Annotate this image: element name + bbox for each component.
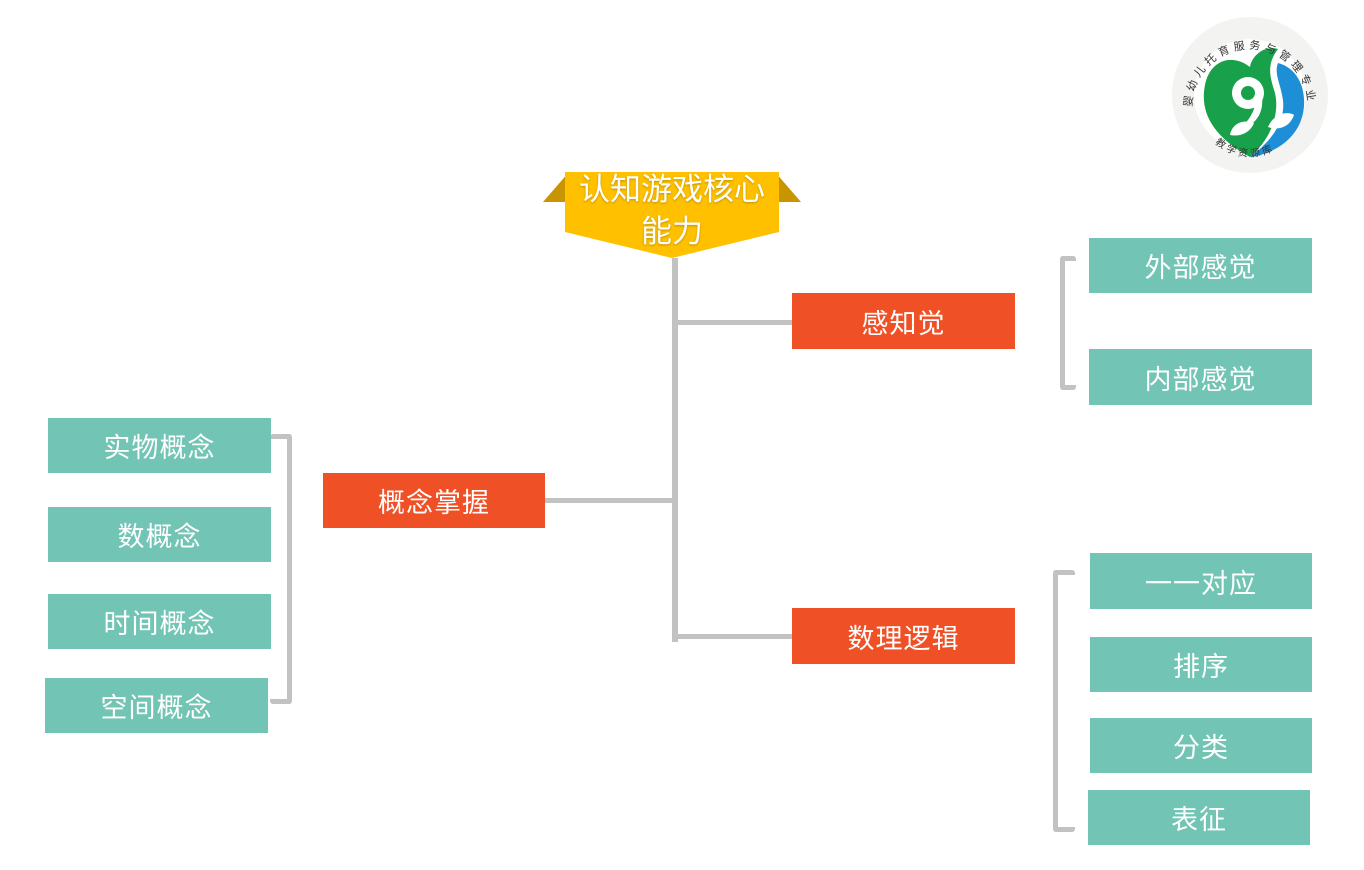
leaf-one-to-one: 一一对应 (1090, 553, 1312, 609)
connector-concept (544, 498, 676, 503)
leaf-external-sense: 外部感觉 (1089, 238, 1312, 293)
branch-perception: 感知觉 (792, 293, 1015, 349)
branch-logic: 数理逻辑 (792, 608, 1015, 664)
connector-perception (672, 320, 794, 325)
branch-concept: 概念掌握 (323, 473, 545, 528)
logic-bracket (1053, 570, 1075, 832)
leaf-time-concept: 时间概念 (48, 594, 271, 649)
leaf-ordering: 排序 (1090, 637, 1312, 692)
leaf-representation: 表征 (1088, 790, 1310, 845)
root-title: 认知游戏核心能力 (579, 172, 765, 250)
leaf-number-concept: 数概念 (48, 507, 271, 562)
leaf-object-concept: 实物概念 (48, 418, 271, 473)
leaf-classification: 分类 (1090, 718, 1312, 773)
trunk-line (672, 258, 678, 642)
connector-logic (672, 634, 794, 639)
program-logo: 婴幼儿托育服务与管理专业 教学资源库 (1172, 17, 1328, 173)
leaf-space-concept: 空间概念 (45, 678, 268, 733)
perception-bracket (1060, 256, 1076, 390)
concept-bracket (270, 434, 292, 704)
leaf-internal-sense: 内部感觉 (1089, 349, 1312, 405)
root-banner (543, 172, 801, 258)
